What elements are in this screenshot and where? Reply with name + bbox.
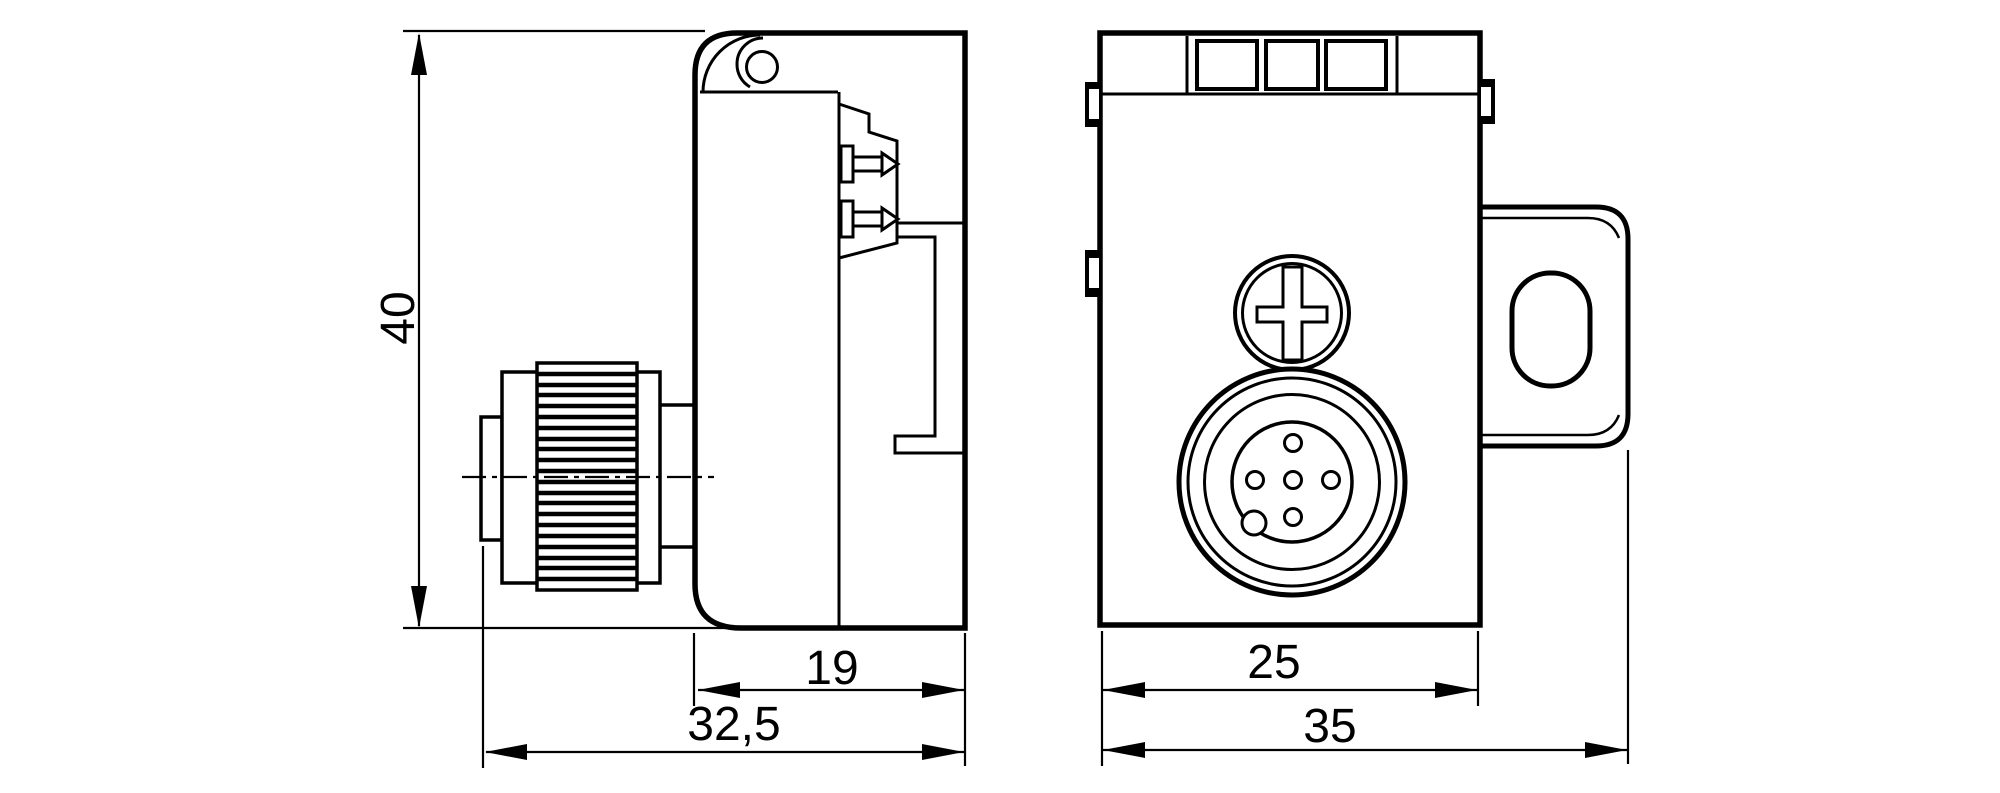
clip-right-top-slot [1481, 87, 1491, 116]
dim-housing-width-label: 25 [1247, 636, 1300, 689]
connector-pin-top [1283, 433, 1303, 453]
pin-base [839, 144, 855, 184]
arrowhead-left [1103, 742, 1145, 758]
flange-slot-hole [1509, 270, 1593, 389]
housing-side-outline [692, 30, 968, 631]
terminal-pin-upper [839, 144, 901, 184]
terminal-opening-1 [1195, 39, 1259, 91]
terminal-pin-lower [839, 199, 901, 239]
pin-shaft [851, 155, 884, 173]
dim-overall-width-label: 35 [1303, 700, 1356, 753]
flange-edge-top [1480, 216, 1621, 239]
arrowhead-down [411, 586, 427, 628]
keying-notch [1240, 509, 1268, 537]
mounting-latch [700, 33, 838, 94]
dim-housing-depth-label: 19 [805, 642, 858, 695]
connector-end-flange [479, 415, 504, 542]
latch-knuckle-arc [735, 36, 764, 89]
dim-housing-width: 25 [1103, 636, 1477, 698]
dim-overall-width: 35 [1103, 700, 1627, 758]
clip-left-top-slot [1089, 89, 1099, 119]
arrowhead-right [922, 744, 964, 760]
dim-overall-depth-label: 32,5 [687, 698, 780, 751]
arrowhead-up [411, 33, 427, 75]
pin-tip [880, 150, 901, 178]
pin-shaft [851, 210, 884, 228]
screw-inner-circle [1241, 262, 1343, 364]
m12-connector [1176, 366, 1408, 598]
connector-ring-2 [1186, 376, 1398, 588]
screw-cross-slot [1255, 265, 1329, 362]
connector-pin-center [1283, 470, 1303, 490]
latch-pivot-hole [745, 50, 779, 84]
arrowhead-right [922, 682, 964, 698]
side-view [462, 30, 968, 631]
terminal-block-outline [838, 102, 899, 260]
arrowhead-left [698, 682, 740, 698]
adjustment-screw [1233, 254, 1351, 372]
rail-clip-profile [893, 235, 963, 455]
arrowhead-left [1103, 682, 1145, 698]
top-terminal-band [1102, 36, 1478, 96]
connector-pin-bottom [1283, 507, 1303, 527]
snap-clips [1085, 79, 1495, 297]
connector-pin-left [1245, 470, 1265, 490]
knurl-ridges [537, 371, 637, 582]
dimension-annotations: 40 19 32,5 25 35 [372, 29, 1630, 768]
flange-edge-bottom [1480, 414, 1621, 437]
connector-pin-face [1230, 420, 1354, 544]
clip-left-mid-slot [1089, 258, 1099, 288]
latch-outer-arc [701, 33, 761, 93]
dim-height: 40 [372, 33, 427, 628]
dim-height-label: 40 [372, 291, 425, 344]
dim-overall-depth: 32,5 [485, 698, 964, 760]
arrowhead-right [1435, 682, 1477, 698]
front-view [1085, 30, 1631, 628]
pin-tip [880, 205, 901, 233]
arrowhead-right [1585, 742, 1627, 758]
terminal-opening-3 [1324, 39, 1388, 91]
connector-pin-right [1321, 470, 1341, 490]
pin-base [839, 199, 855, 239]
dim-housing-depth: 19 [698, 642, 964, 698]
terminal-block [838, 102, 963, 260]
mounting-flange [1480, 204, 1631, 449]
terminal-opening-2 [1264, 39, 1320, 91]
arrowhead-left [485, 744, 527, 760]
connector-ring-3 [1203, 393, 1381, 571]
